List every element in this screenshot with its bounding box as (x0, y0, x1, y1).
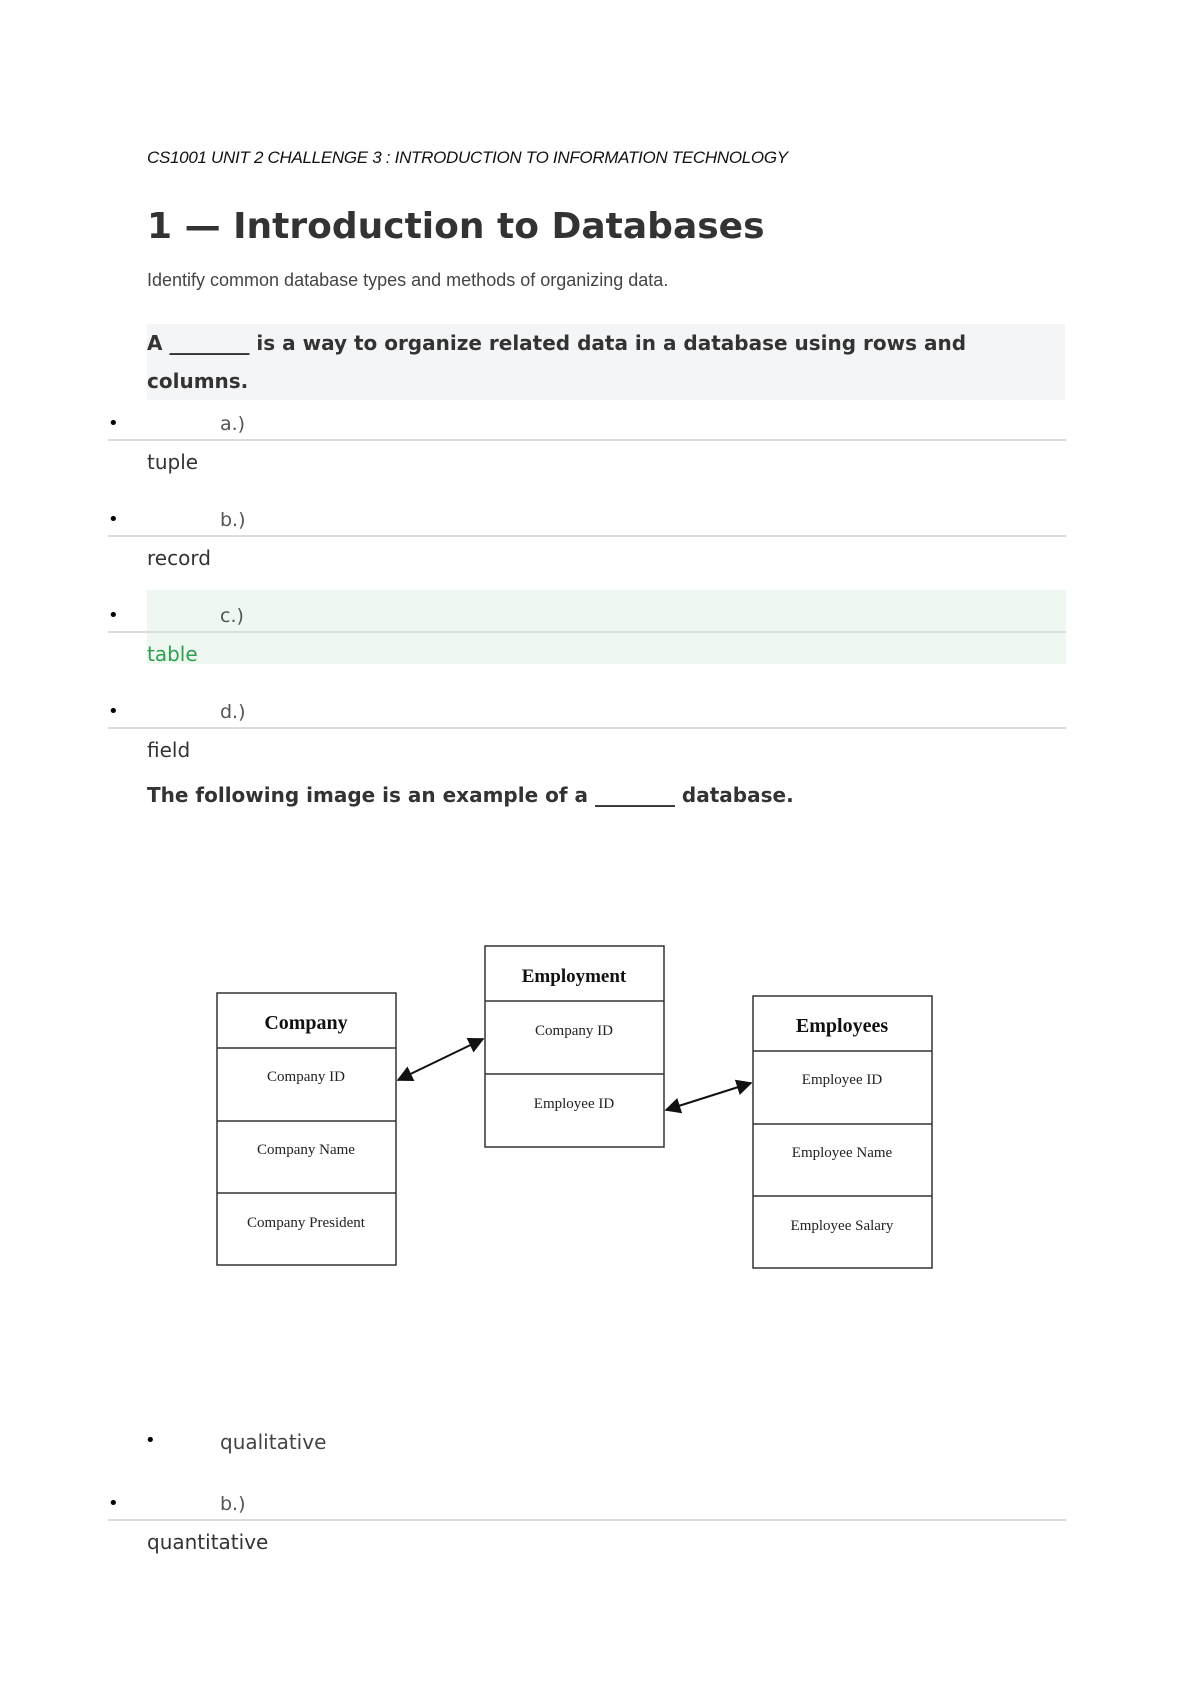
selected-option-highlight (147, 590, 1066, 664)
option-text: tuple (147, 450, 199, 474)
option-text-correct: table (147, 642, 198, 666)
option-d[interactable]: • d.) field (108, 700, 1066, 762)
divider (108, 535, 1066, 537)
option-label: c.) (220, 605, 244, 627)
bullet-icon: • (108, 1493, 119, 1514)
section-title: 1 — Introduction to Databases (147, 206, 765, 247)
employment-employees-arrow (664, 1079, 753, 1114)
employment-table: Employment Company ID Employee ID (484, 945, 665, 1148)
option-text: record (147, 546, 211, 570)
divider (108, 439, 1066, 441)
document-header: CS1001 UNIT 2 CHALLENGE 3 : INTRODUCTION… (147, 148, 788, 167)
company-id-field: Company ID (267, 1069, 345, 1085)
employment-company-id-field: Company ID (535, 1023, 613, 1039)
database-relationship-diagram: Company Company ID Company Name Company … (216, 945, 933, 1269)
bullet-icon: • (108, 605, 119, 626)
employee-name-field: Employee Name (792, 1145, 893, 1161)
employment-table-name: Employment (522, 966, 627, 987)
option-c[interactable]: • c.) table (108, 604, 1066, 666)
bullet-icon: • (145, 1430, 156, 1451)
option-label: a.) (220, 413, 246, 435)
company-table: Company Company ID Company Name Company … (216, 992, 397, 1266)
question-2-text: The following image is an example of a _… (147, 783, 794, 807)
company-employment-arrow (396, 1038, 485, 1081)
bullet-icon: • (108, 509, 119, 530)
option-label: d.) (220, 701, 246, 723)
bullet-icon: • (108, 701, 119, 722)
option-label: b.) (220, 509, 246, 531)
option-b-quantitative[interactable]: • b.) quantitative (108, 1492, 1066, 1554)
employees-table: Employees Employee ID Employee Name Empl… (752, 995, 933, 1269)
option-label: b.) (220, 1493, 246, 1515)
divider (108, 727, 1066, 729)
company-table-name: Company (264, 1012, 347, 1034)
divider (108, 1519, 1066, 1521)
option-text: quantitative (147, 1530, 269, 1554)
section-subtitle: Identify common database types and metho… (147, 270, 669, 290)
company-name-field: Company Name (257, 1142, 355, 1158)
company-president-field: Company President (247, 1215, 366, 1231)
question-1-text: A ________ is a way to organize related … (147, 324, 1065, 400)
employee-salary-field: Employee Salary (791, 1218, 894, 1234)
option-qualitative[interactable]: qualitative (220, 1430, 327, 1454)
divider (108, 631, 1066, 633)
option-b[interactable]: • b.) record (108, 508, 1066, 570)
bullet-icon: • (108, 413, 119, 434)
employees-table-name: Employees (796, 1015, 888, 1037)
option-a[interactable]: • a.) tuple (108, 412, 1066, 474)
employment-employee-id-field: Employee ID (534, 1096, 615, 1112)
option-text: field (147, 738, 191, 762)
employee-id-field: Employee ID (802, 1072, 883, 1088)
